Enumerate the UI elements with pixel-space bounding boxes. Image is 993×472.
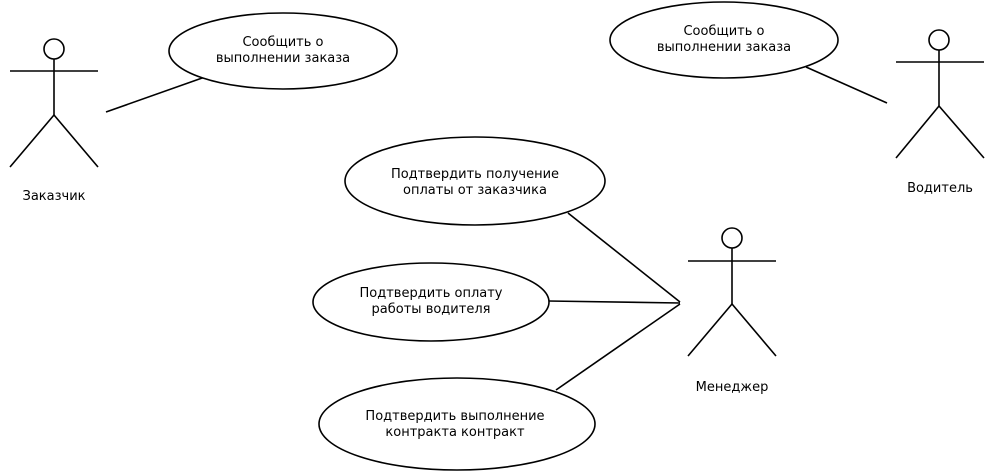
use-case-customer-report-label: Сообщить о выполнении заказа: [215, 35, 351, 66]
actor-driver-figure: [895, 29, 985, 159]
use-case-confirm-driver-payment-label: Подтвердить оплату работы водителя: [359, 286, 503, 317]
use-case-confirm-driver-payment-ellipse: [312, 262, 550, 342]
use-case-confirm-receipt-ellipse: [344, 136, 606, 226]
actor-customer-figure: [9, 38, 99, 168]
association-customer-report: [105, 76, 206, 113]
actor-manager-name: Менеджер: [695, 380, 769, 395]
actor-driver-name: Водитель: [907, 181, 973, 196]
use-case-driver-report-ellipse: [609, 1, 839, 79]
association-manager-driver-payment: [547, 300, 681, 304]
association-driver-report: [805, 66, 888, 104]
actor-customer-name: Заказчик: [22, 189, 86, 204]
association-manager-contract: [555, 303, 681, 391]
actor-manager-figure: [687, 227, 777, 357]
use-case-confirm-receipt-label: Подтвердить получение оплаты от заказчик…: [390, 167, 560, 198]
use-case-customer-report-ellipse: [168, 12, 398, 90]
association-manager-receipt: [567, 212, 681, 303]
use-case-driver-report-label: Сообщить о выполнении заказа: [656, 24, 792, 55]
use-case-confirm-contract-label: Подтвердить выполнение контракта контрак…: [365, 409, 545, 440]
use-case-confirm-contract-ellipse: [318, 377, 596, 471]
